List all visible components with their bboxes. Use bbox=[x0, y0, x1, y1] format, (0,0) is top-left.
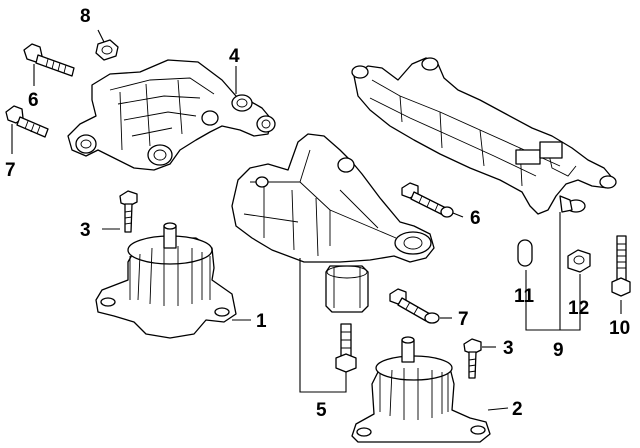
part-7-bolt-right[interactable] bbox=[389, 288, 440, 324]
callout-10: 10 bbox=[609, 318, 630, 339]
part-2-engine-mount[interactable] bbox=[351, 336, 491, 443]
callout-1: 1 bbox=[256, 311, 267, 332]
callout-2: 2 bbox=[512, 399, 523, 420]
callout-6-right: 6 bbox=[470, 208, 481, 229]
part-4-mount-bracket[interactable] bbox=[67, 59, 276, 171]
callout-8: 8 bbox=[80, 6, 91, 27]
callout-5: 5 bbox=[316, 400, 327, 421]
part-12-nut[interactable] bbox=[567, 249, 591, 273]
part-8-flange-nut[interactable] bbox=[95, 39, 119, 61]
part-3-bolt-right[interactable] bbox=[463, 338, 482, 379]
leader-lines bbox=[11, 29, 622, 411]
callout-7-left: 7 bbox=[5, 160, 16, 181]
part-3-bolt-left[interactable] bbox=[119, 190, 138, 233]
callout-9: 9 bbox=[553, 340, 564, 361]
callout-11: 11 bbox=[514, 286, 535, 307]
part-11-insulator[interactable] bbox=[517, 239, 533, 267]
callout-12: 12 bbox=[568, 298, 589, 319]
part-5-transmission-mount[interactable] bbox=[231, 133, 435, 313]
callout-3-left: 3 bbox=[80, 220, 91, 241]
part-1-engine-mount[interactable] bbox=[95, 222, 237, 339]
callout-3-right: 3 bbox=[503, 338, 514, 359]
callout-7-right: 7 bbox=[458, 309, 469, 330]
part-9-crossmember[interactable] bbox=[351, 57, 617, 215]
callout-6-left: 6 bbox=[28, 90, 39, 111]
part-7-bolt-left[interactable] bbox=[5, 105, 49, 138]
callout-labels: 8 6 7 4 3 1 5 6 7 3 2 11 12 9 10 bbox=[5, 6, 630, 421]
callout-4: 4 bbox=[229, 46, 240, 67]
part-6-bolt-left[interactable] bbox=[23, 43, 75, 77]
part-10-bolt[interactable] bbox=[611, 235, 631, 297]
part-5-stud[interactable] bbox=[335, 323, 357, 373]
part-6-bolt-right[interactable] bbox=[401, 182, 454, 218]
